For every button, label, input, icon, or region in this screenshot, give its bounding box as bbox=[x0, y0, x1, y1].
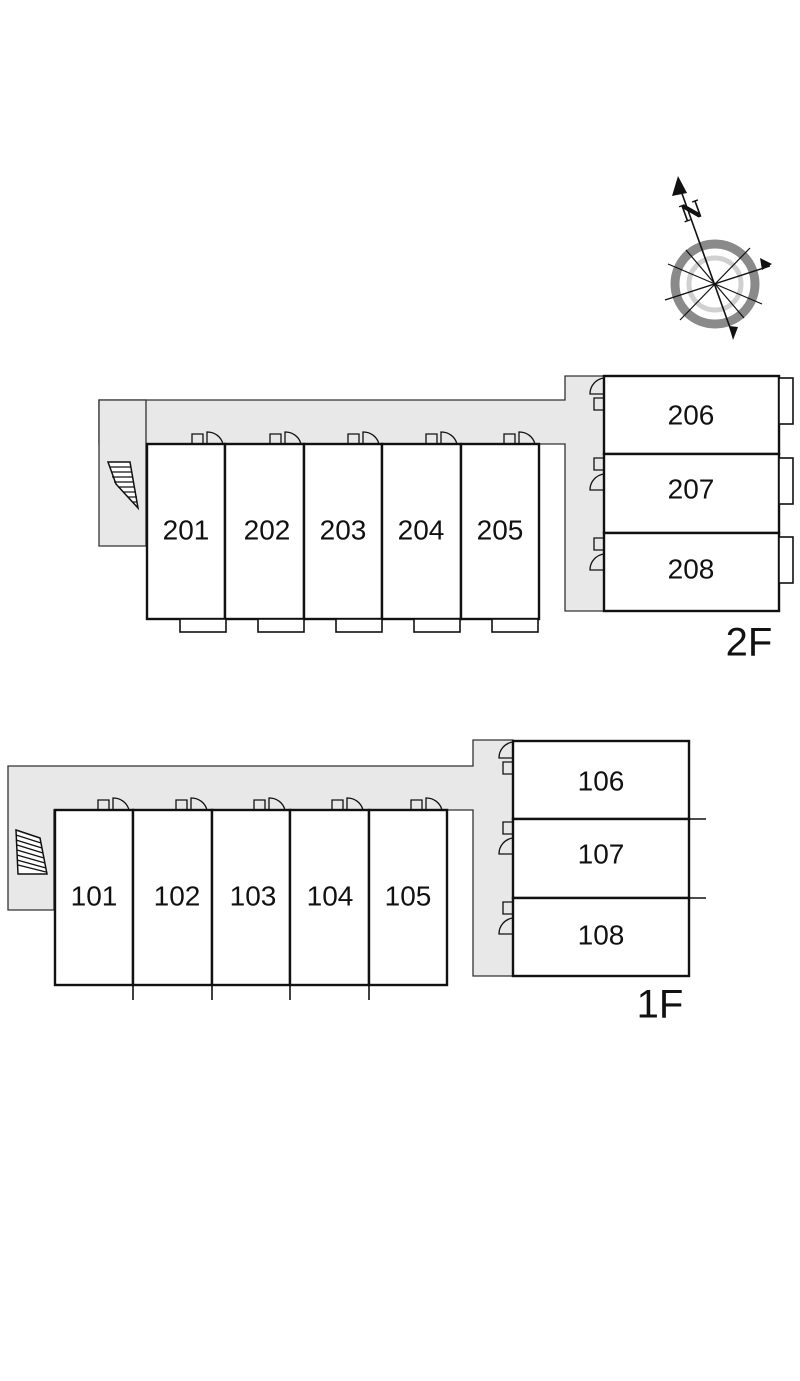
unit-207-outline bbox=[602, 452, 781, 535]
unit-107-label: 107 bbox=[578, 838, 625, 869]
stair-icon bbox=[15, 828, 48, 875]
unit-204-label: 204 bbox=[398, 514, 445, 545]
unit-201-outline bbox=[145, 442, 227, 621]
door-101 bbox=[97, 797, 130, 811]
compass-inner-ring bbox=[686, 255, 744, 313]
unit-108-outline bbox=[511, 896, 691, 978]
unit-201: 201 bbox=[145, 442, 227, 621]
compass-icon: N bbox=[664, 176, 772, 340]
unit-104-outline bbox=[288, 808, 371, 987]
door-icon bbox=[498, 741, 514, 935]
unit-203-outline bbox=[302, 442, 384, 621]
balcony-203 bbox=[335, 618, 383, 633]
unit-105: 105 bbox=[367, 808, 449, 987]
unit-105-outline bbox=[367, 808, 449, 987]
compass-diag-line-3 bbox=[667, 263, 763, 305]
floor-label-2f: 2F bbox=[726, 621, 773, 665]
compass-ring bbox=[670, 239, 760, 329]
door-108 bbox=[498, 901, 514, 935]
unit-103-outline bbox=[210, 808, 292, 987]
unit-208-label: 208 bbox=[668, 553, 715, 584]
unit-102-outline bbox=[131, 808, 214, 987]
door-206 bbox=[589, 377, 605, 411]
unit-107-outline bbox=[511, 817, 691, 900]
unit-108: 108 bbox=[511, 896, 691, 978]
unit-101: 101 bbox=[53, 808, 135, 987]
unit-103: 103 bbox=[210, 808, 292, 987]
unit-105-label: 105 bbox=[385, 880, 432, 911]
door-202 bbox=[269, 431, 302, 445]
compass-ew-line bbox=[664, 265, 771, 301]
unit-101-label: 101 bbox=[71, 880, 118, 911]
door-207 bbox=[589, 457, 605, 491]
door-205 bbox=[503, 431, 536, 445]
unit-203-label: 203 bbox=[320, 514, 367, 545]
balcony-202 bbox=[257, 618, 305, 633]
floor-label-1f: 1F bbox=[637, 983, 684, 1027]
unit-106-label: 106 bbox=[578, 765, 625, 796]
unit-102: 102 bbox=[131, 808, 214, 987]
unit-207: 207 bbox=[602, 452, 781, 535]
door-204 bbox=[425, 431, 458, 445]
unit-202-label: 202 bbox=[244, 514, 291, 545]
unit-204: 204 bbox=[380, 442, 463, 621]
door-208 bbox=[589, 537, 605, 571]
door-105 bbox=[410, 797, 443, 811]
unit-107: 107 bbox=[511, 817, 691, 900]
unit-103-label: 103 bbox=[230, 880, 277, 911]
stair-icon bbox=[106, 461, 140, 511]
unit-104-label: 104 bbox=[307, 880, 354, 911]
balcony-201 bbox=[179, 618, 227, 633]
unit-205-outline bbox=[459, 442, 541, 621]
unit-201-label: 201 bbox=[163, 514, 210, 545]
door-icon bbox=[191, 431, 536, 445]
corridor-1f-main bbox=[7, 739, 514, 977]
unit-206: 206 bbox=[602, 374, 781, 456]
balcony-205 bbox=[491, 618, 539, 633]
unit-104: 104 bbox=[288, 808, 371, 987]
door-104 bbox=[331, 797, 364, 811]
balcony-206 bbox=[778, 377, 794, 425]
door-icon bbox=[589, 377, 605, 571]
unit-208: 208 bbox=[602, 531, 781, 613]
unit-106: 106 bbox=[511, 739, 691, 821]
unit-206-label: 206 bbox=[668, 399, 715, 430]
unit-108-label: 108 bbox=[578, 919, 625, 950]
balcony-207 bbox=[778, 457, 794, 505]
door-icon bbox=[97, 797, 443, 811]
unit-101-outline bbox=[53, 808, 135, 987]
door-203 bbox=[347, 431, 380, 445]
door-106 bbox=[498, 741, 514, 775]
compass-ns-line bbox=[679, 187, 734, 337]
floor-1f: 101 102 103 104 105 bbox=[7, 739, 706, 1027]
door-103 bbox=[253, 797, 286, 811]
unit-202: 202 bbox=[223, 442, 306, 621]
door-102 bbox=[175, 797, 208, 811]
balcony-208 bbox=[778, 536, 794, 584]
unit-208-outline bbox=[602, 531, 781, 613]
compass-north-arrow bbox=[672, 176, 687, 196]
unit-205-label: 205 bbox=[477, 514, 524, 545]
unit-205: 205 bbox=[459, 442, 541, 621]
unit-203: 203 bbox=[302, 442, 384, 621]
door-107 bbox=[498, 821, 514, 855]
compass-south-arrow bbox=[729, 326, 738, 340]
unit-207-label: 207 bbox=[668, 473, 715, 504]
compass-east-arrow bbox=[760, 258, 772, 270]
stair-1f-shape bbox=[15, 828, 48, 875]
compass-north-label: N bbox=[676, 194, 707, 229]
balcony-204 bbox=[413, 618, 461, 633]
floor-2f: 201 202 203 204 205 bbox=[98, 374, 794, 665]
door-201 bbox=[191, 431, 224, 445]
unit-102-label: 102 bbox=[154, 880, 201, 911]
